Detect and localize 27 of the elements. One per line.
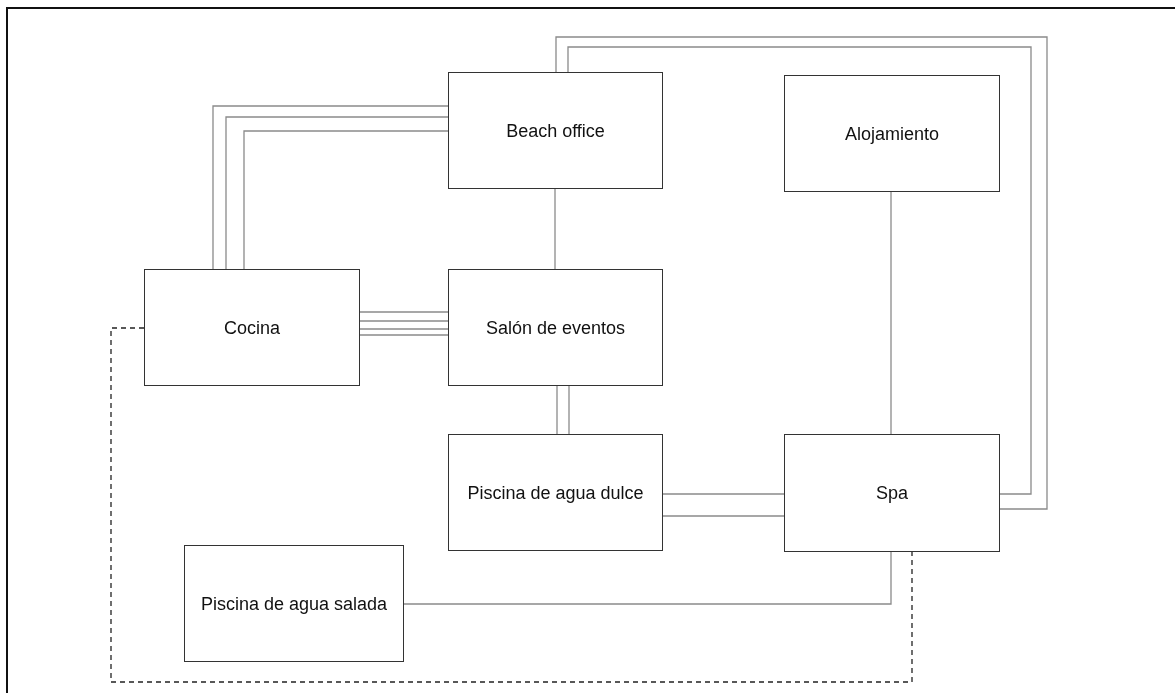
room-box	[184, 545, 404, 662]
connector-line	[359, 334, 449, 336]
room-box	[144, 269, 360, 386]
room-label: Spa	[876, 482, 908, 505]
room-label: Alojamiento	[844, 122, 940, 146]
room-label: Piscina de agua dulce	[467, 481, 644, 505]
connector-line	[359, 328, 449, 330]
room-box	[784, 75, 1000, 192]
connector-line	[556, 385, 558, 435]
connector-line	[359, 311, 449, 313]
connector-line	[568, 385, 570, 435]
dashed-connector	[110, 327, 913, 683]
connector-line	[243, 130, 449, 270]
room-box	[448, 434, 663, 551]
connector-line	[662, 515, 785, 517]
connector-line	[890, 191, 892, 435]
room-label: Salón de eventos	[485, 316, 626, 340]
room-label: Piscina de agua salada	[200, 592, 388, 616]
room-label: Beach office	[506, 119, 605, 143]
room-box	[784, 434, 1000, 552]
room-label: Cocina	[224, 316, 280, 340]
room-box	[448, 269, 663, 386]
connector-line	[662, 493, 785, 495]
connector-line	[403, 551, 892, 605]
connector-line	[359, 320, 449, 322]
room-box	[448, 72, 663, 189]
connector-line	[554, 188, 556, 270]
